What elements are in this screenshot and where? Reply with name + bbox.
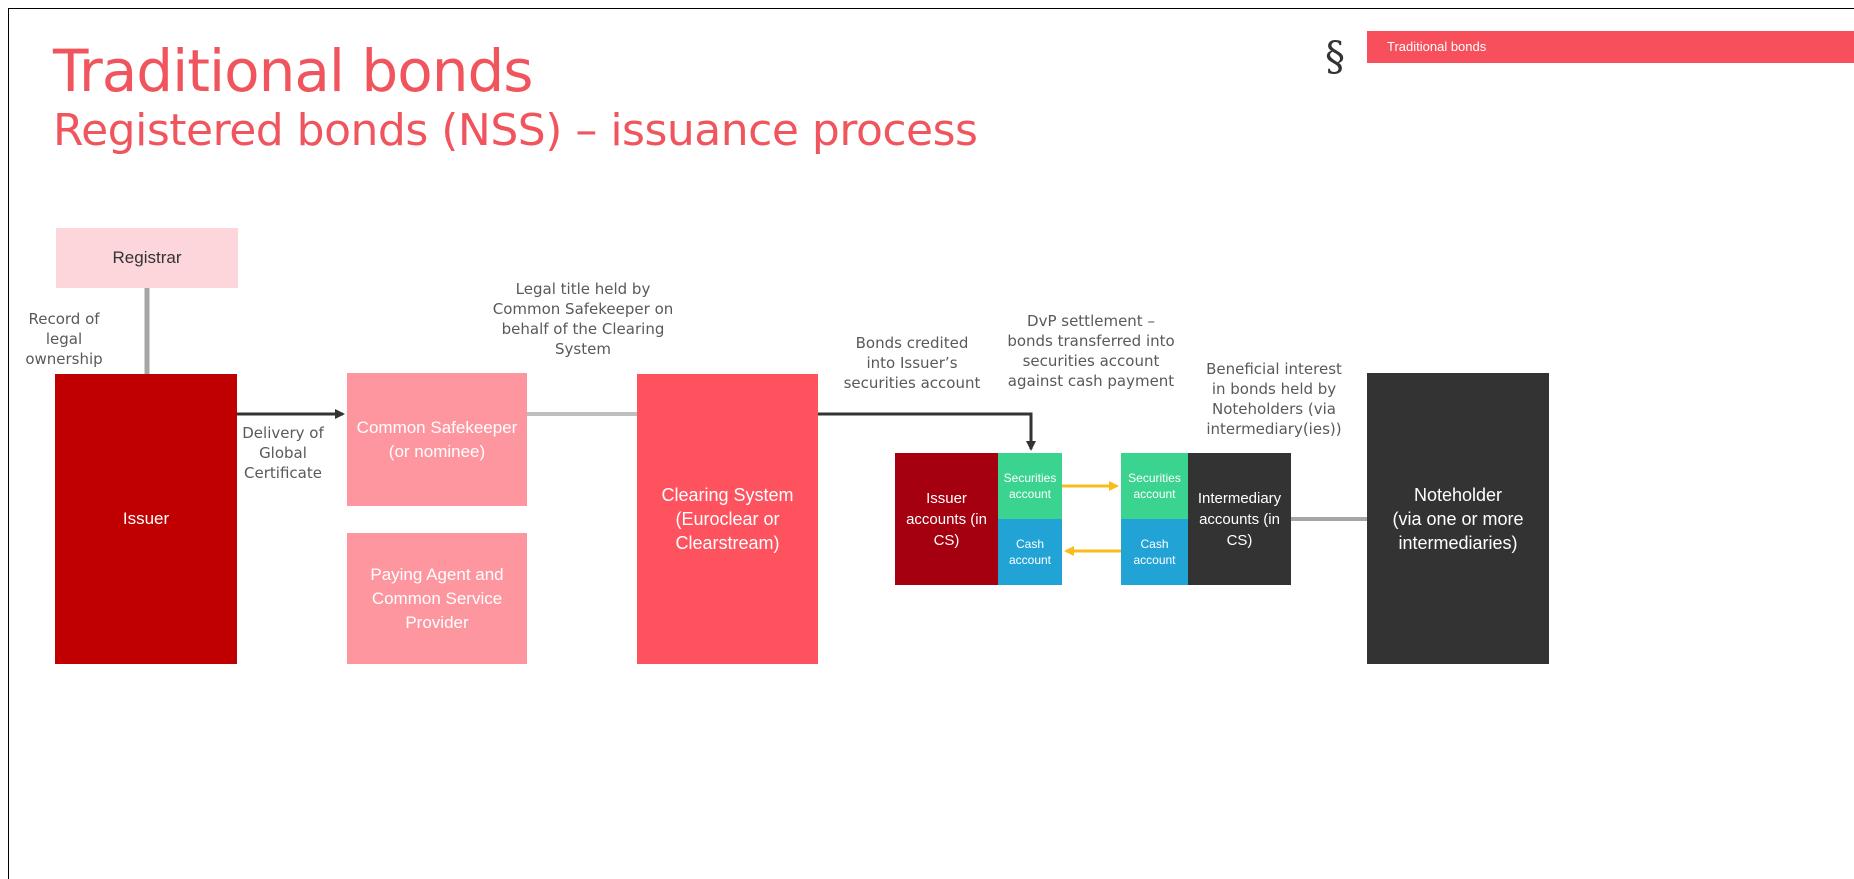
common-safekeeper-label: Common Safekeeper (or nominee): [356, 417, 518, 461]
issuer-label: Issuer: [122, 509, 170, 528]
issuer-cash-account: Cash account: [998, 519, 1062, 585]
issuer-securities-label: Securities account: [1003, 471, 1057, 501]
issuer-securities-account: Securities account: [998, 453, 1062, 519]
connectors: [144, 288, 1367, 556]
paying-agent-box: Paying Agent and Common Service Provider: [347, 533, 527, 664]
intermediary-accounts-label: Intermediary accounts (in CS): [1197, 489, 1282, 549]
issuer-accounts-box: Issuer accounts (in CS): [895, 453, 998, 585]
beneficial-interest-label: Beneficial interest in bonds held by Not…: [1206, 360, 1342, 438]
issuer-box: Issuer: [55, 374, 237, 664]
intermediary-securities-account: Securities account: [1121, 453, 1188, 519]
registrar-label: Registrar: [112, 248, 182, 267]
issuer-accounts-label: Issuer accounts (in CS): [906, 489, 987, 549]
bonds-credited-label: Bonds credited into Issuer’s securities …: [843, 334, 981, 392]
intermediary-cash-account: Cash account: [1121, 519, 1188, 585]
intermediary-cash-label: Cash account: [1133, 537, 1176, 567]
slide: Traditional bonds Registered bonds (NSS)…: [8, 8, 1854, 879]
common-safekeeper-box: Common Safekeeper (or nominee): [347, 373, 527, 506]
record-legal-ownership-label: Record of legal ownership: [25, 310, 103, 368]
clearing-issuer-accounts-arrow: [818, 412, 1036, 451]
paying-agent-label: Paying Agent and Common Service Provider: [370, 564, 504, 632]
section-logo-icon: §: [1325, 34, 1345, 80]
page-title: Traditional bonds: [53, 37, 534, 105]
legal-title-label: Legal title held by Common Safekeeper on…: [492, 280, 674, 358]
intermediary-securities-label: Securities account: [1128, 471, 1181, 501]
dvp-settlement-label: DvP settlement – bonds transferred into …: [1007, 312, 1175, 390]
intermediary-accounts-box: Intermediary accounts (in CS): [1188, 453, 1291, 585]
registrar-box: Registrar: [56, 228, 238, 288]
noteholder-label: Noteholder (via one or more intermediari…: [1392, 484, 1524, 553]
noteholder-box: Noteholder (via one or more intermediari…: [1367, 373, 1549, 664]
clearing-system-box: Clearing System (Euroclear or Clearstrea…: [637, 374, 818, 664]
section-tag: Traditional bonds: [1367, 31, 1854, 63]
delivery-label: Delivery of Global Certificate: [242, 424, 324, 482]
page-subtitle: Registered bonds (NSS) – issuance proces…: [53, 105, 978, 156]
issuer-cash-label: Cash account: [1008, 537, 1052, 567]
clearing-system-label: Clearing System (Euroclear or Clearstrea…: [661, 485, 794, 553]
